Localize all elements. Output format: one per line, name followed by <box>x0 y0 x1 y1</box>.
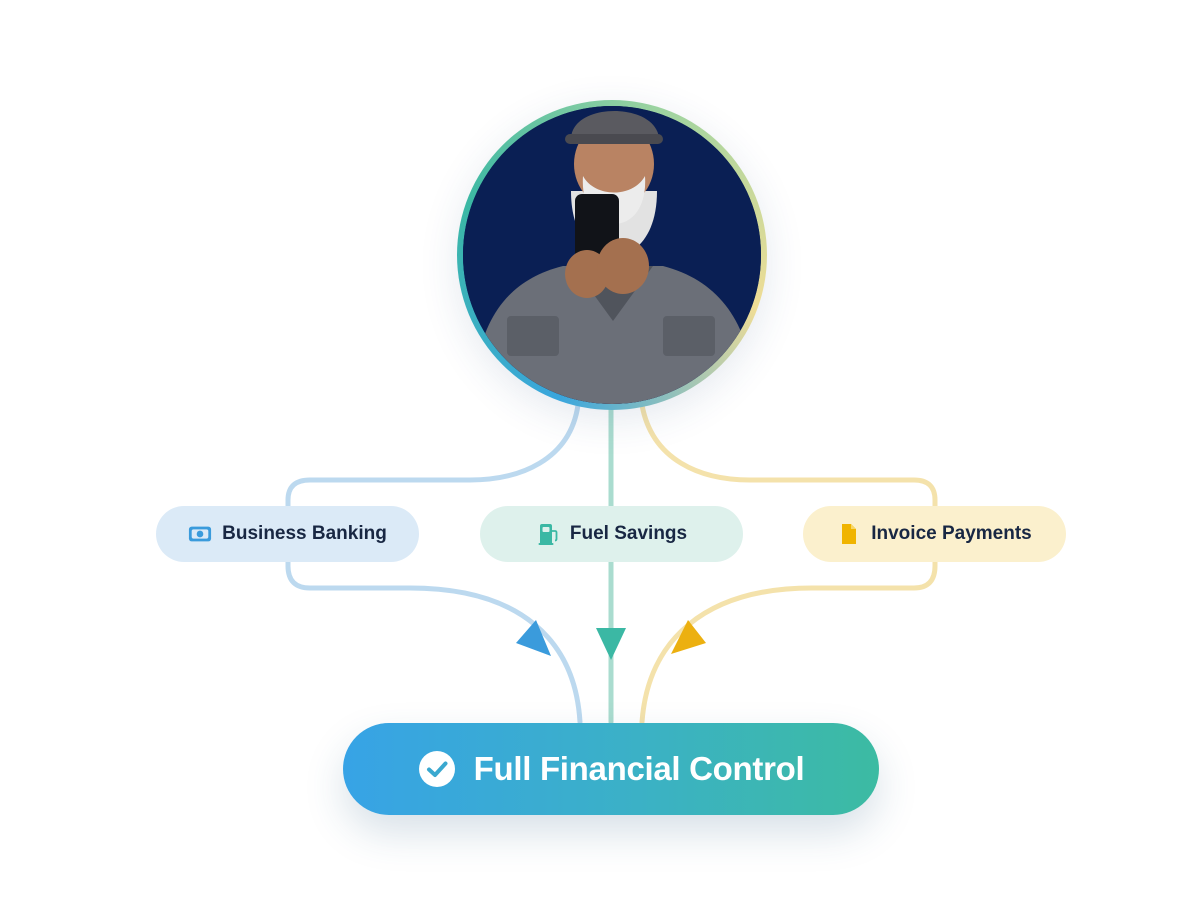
avatar-photo <box>463 106 761 404</box>
invoice-flow-line <box>639 402 938 725</box>
fuel-pump-icon <box>536 522 560 546</box>
banking-flow-line <box>285 402 583 725</box>
fuel-arrow-icon <box>596 628 626 660</box>
document-icon <box>837 522 861 546</box>
avatar <box>457 100 767 410</box>
benefit-label: Fuel Savings <box>569 523 688 544</box>
invoice-arrow-icon <box>671 620 706 654</box>
person-with-phone-icon <box>463 106 761 404</box>
benefit-label: Business Banking <box>222 523 387 544</box>
result-label: Full Financial Control <box>473 750 805 787</box>
benefit-business-banking: Business Banking <box>156 506 419 562</box>
result-banner: Full Financial Control <box>343 723 879 815</box>
benefit-invoice-payments: Invoice Payments <box>803 506 1066 562</box>
benefit-fuel-savings: Fuel Savings <box>480 506 743 562</box>
check-circle-icon <box>418 750 456 788</box>
benefit-label: Invoice Payments <box>871 523 1032 544</box>
banking-arrow-icon <box>516 620 551 656</box>
banknote-icon <box>188 522 212 546</box>
